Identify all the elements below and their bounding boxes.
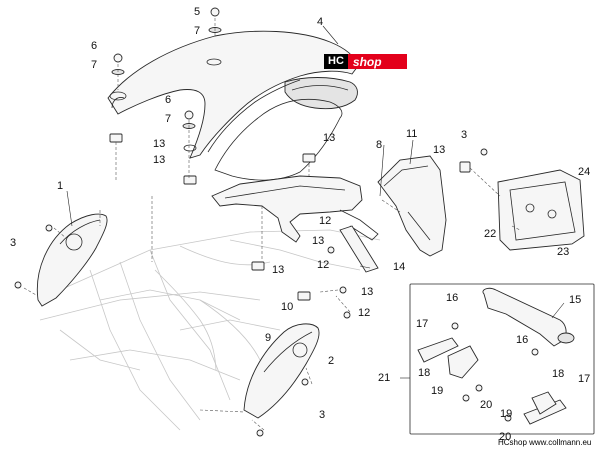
logo-hc-text: HC [324,54,348,69]
callout-label: 9 [265,332,272,344]
callout-label: 22 [484,228,497,240]
fasteners [14,7,488,437]
callout-label: 13 [272,264,285,276]
frame-ghost [39,229,381,431]
callout-label: 18 [552,368,565,380]
callout-label: 14 [393,261,406,273]
strap-part-14 [339,225,379,273]
callout-label: 3 [461,129,468,141]
callout-label: 7 [91,59,98,71]
leader-lines [66,25,565,379]
callout-label: 12 [358,307,371,319]
callout-label: 21 [378,372,391,384]
callout-label: 13 [323,132,336,144]
callout-label: 5 [194,6,201,18]
logo-shop-text: shop [352,54,382,69]
callout-label: 16 [446,292,459,304]
alignment-lines [23,18,521,431]
side-cover-part-2 [243,323,320,419]
hcshop-logo: HC shop [324,54,407,69]
callout-label: 1 [57,180,64,192]
frame-bracket-part-8 [211,175,379,243]
callout-label: 4 [317,16,324,28]
callout-label: 20 [499,431,512,443]
callout-label: 16 [516,334,529,346]
callout-label: 2 [328,355,335,367]
callout-label: 3 [10,237,17,249]
callout-label: 17 [416,318,429,330]
callout-label: 15 [569,294,582,306]
callout-label: 18 [418,367,431,379]
callout-label: 23 [557,246,570,258]
callout-label: 20 [480,399,493,411]
inset-box [409,283,595,435]
side-cover-part-1 [36,213,108,307]
callout-label: 6 [165,94,172,106]
callout-label: 3 [319,409,326,421]
plate-bracket-part-23 [497,169,585,251]
callout-label: 12 [319,215,332,227]
callout-label: 13 [312,235,325,247]
callout-label: 7 [194,25,201,37]
plate-holder-part-11 [377,155,447,257]
callout-label: 13 [433,144,446,156]
callout-label: 19 [431,385,444,397]
callout-label: 24 [578,166,591,178]
callout-label: 17 [578,373,591,385]
callout-label: 13 [153,138,166,150]
callout-label: 8 [376,139,383,151]
callout-label: 19 [500,408,513,420]
callout-label: 10 [281,301,294,313]
callout-label: 13 [153,154,166,166]
callout-label: 6 [91,40,98,52]
callout-label: 11 [406,128,418,140]
footer-credit: HCshop www.collmann.eu [498,438,592,447]
rear-fender-part-4 [107,30,359,181]
callout-label: 13 [361,286,374,298]
callout-label: 7 [165,113,172,125]
callout-label: 12 [317,259,330,271]
